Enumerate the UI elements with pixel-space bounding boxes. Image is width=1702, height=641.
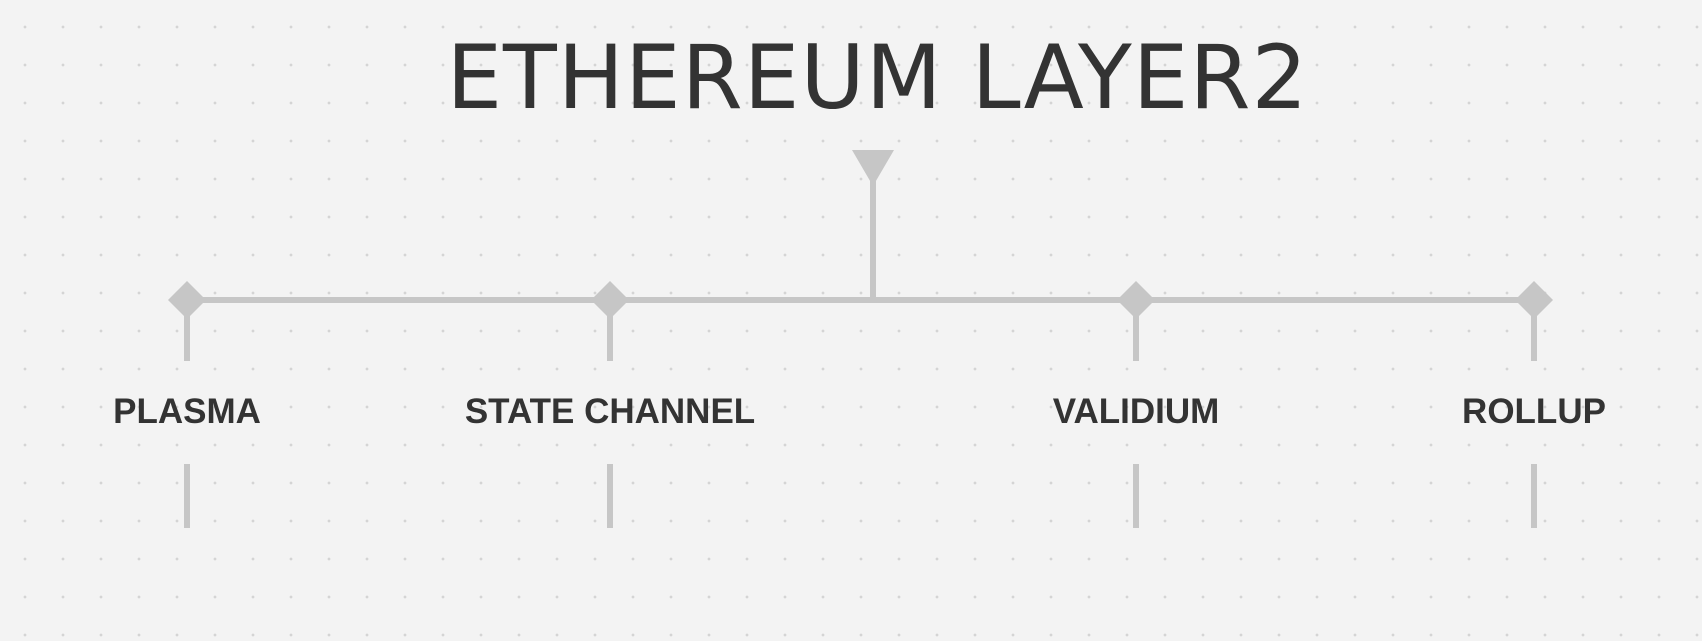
branch-label-plasma: PLASMA (113, 392, 261, 431)
branch-node-state-channel-diamond-icon (591, 281, 629, 319)
branch-label-validium: VALIDIUM (1052, 392, 1220, 431)
branch-node-validium-diamond-icon (1117, 281, 1155, 319)
branch-node-rollup-diamond-icon (1515, 281, 1553, 319)
branch-node-plasma-diamond-icon (168, 281, 206, 319)
branch-label-rollup: ROLLUP (1462, 392, 1606, 431)
root-arrow-icon (852, 150, 894, 186)
branch-label-state-channel: STATE CHANNEL (464, 392, 756, 431)
diagram-title: ETHEREUM LAYER2 (446, 26, 1309, 129)
